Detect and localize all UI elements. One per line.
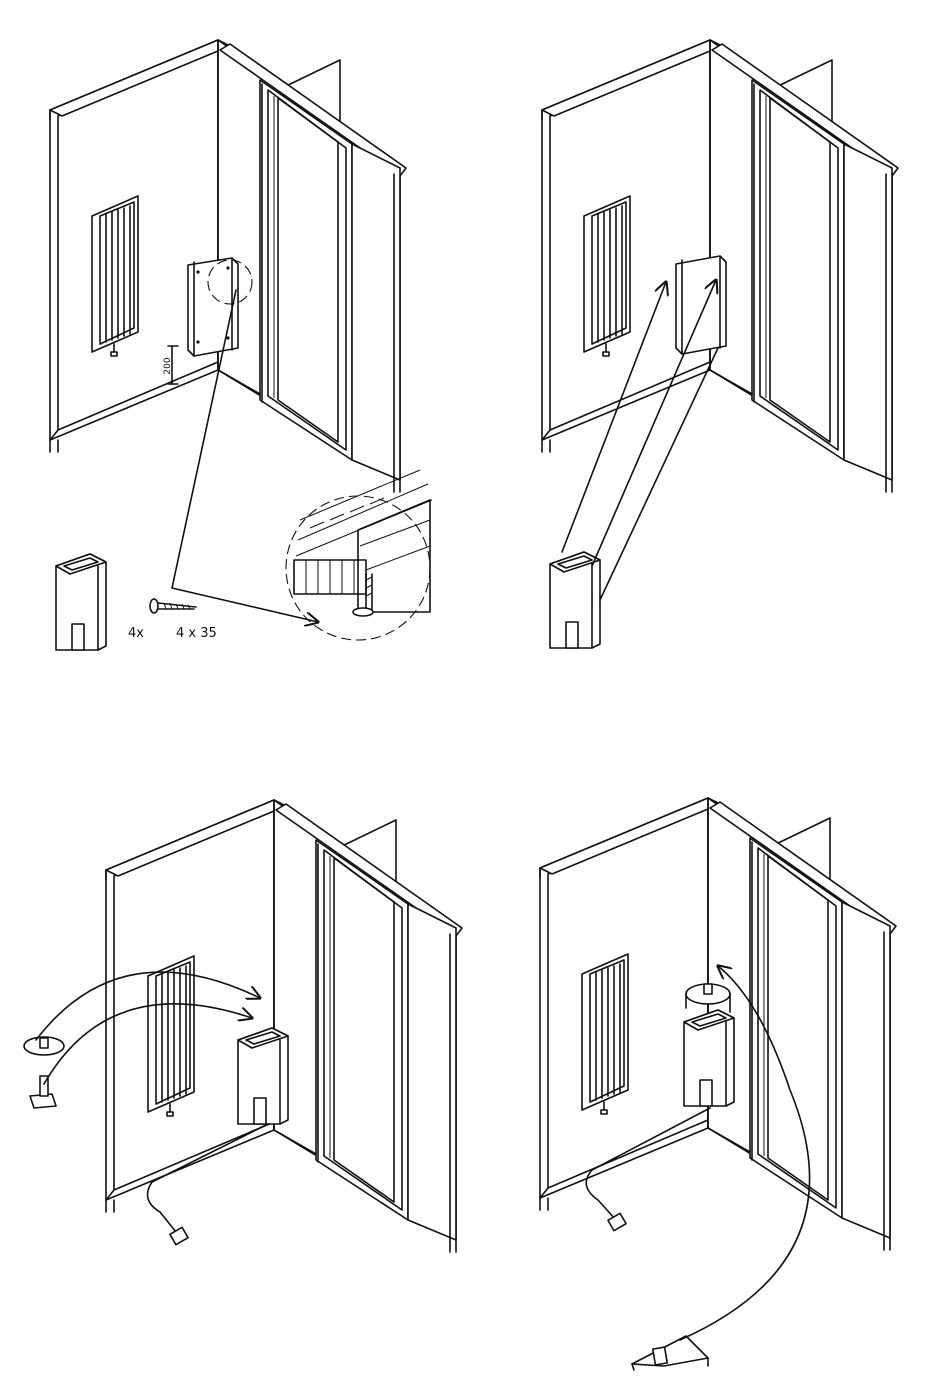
step-1-panel: 200 4x 4 x 35 <box>50 40 432 650</box>
sensor-cover <box>24 1037 64 1055</box>
step-4-panel <box>540 798 896 1370</box>
heater-reference <box>56 554 106 650</box>
heater <box>684 1010 734 1106</box>
mounting-plate <box>676 256 726 354</box>
detail-zoom-circle <box>286 470 432 640</box>
dimension-label: 200 <box>163 357 173 374</box>
step-2-panel <box>542 40 898 648</box>
sensor-bracket <box>30 1076 56 1108</box>
screw-size-label: 4 x 35 <box>176 626 217 641</box>
mounting-plate <box>188 258 238 356</box>
screw-icon <box>150 599 196 613</box>
cable-connector <box>608 1213 626 1230</box>
screw-count-label: 4x <box>128 626 144 641</box>
step-3-panel <box>24 800 462 1252</box>
heater <box>238 1028 288 1124</box>
triangle-bracket <box>632 1336 708 1370</box>
cable-connector <box>170 1227 188 1244</box>
